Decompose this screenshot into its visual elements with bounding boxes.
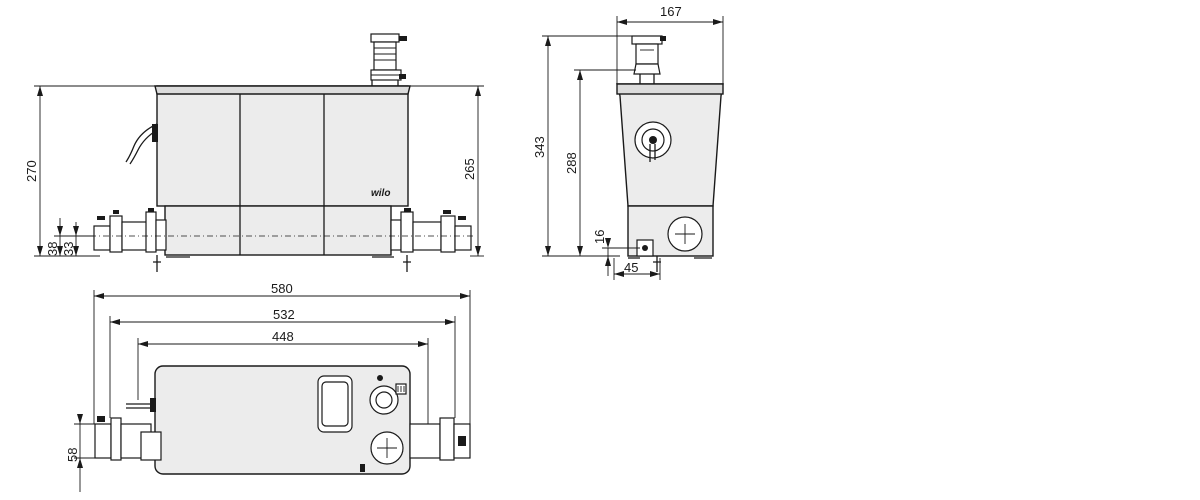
dim-167-label: 167 [660,4,682,19]
side-vent-pipe [631,35,666,84]
dim-38-label: 38 [45,242,60,256]
top-left-inlet [94,416,162,461]
side-lid [616,83,724,95]
top-body [154,365,411,475]
front-foot-right [403,255,411,272]
front-lower-body [164,205,392,256]
dim-343-label: 343 [532,136,547,158]
dim-58-label: 58 [65,448,80,462]
front-view: wilo [24,33,484,272]
top-view: 580 532 448 58 [65,281,471,492]
power-cable [125,123,158,163]
front-lid [154,85,411,95]
top-right-inlet [409,417,471,461]
side-view: 167 343 288 16 45 [532,4,724,280]
brand-logo: wilo [371,188,390,199]
dim-45-label: 45 [624,260,638,275]
front-left-inlet [93,208,167,253]
dim-448-label: 448 [272,329,294,344]
front-upper-body [156,85,409,207]
dim-532-label: 532 [273,307,295,322]
front-right-inlet [390,208,472,253]
front-foot-left [153,255,161,272]
dim-16-label: 16 [592,230,607,244]
dim-288-label: 288 [564,152,579,174]
front-vent-pipe [370,33,407,86]
dim-33-label: 33 [61,242,76,256]
dim-270-label: 270 [24,160,39,182]
dim-580-label: 580 [271,281,293,296]
dim-265-label: 265 [462,158,477,180]
